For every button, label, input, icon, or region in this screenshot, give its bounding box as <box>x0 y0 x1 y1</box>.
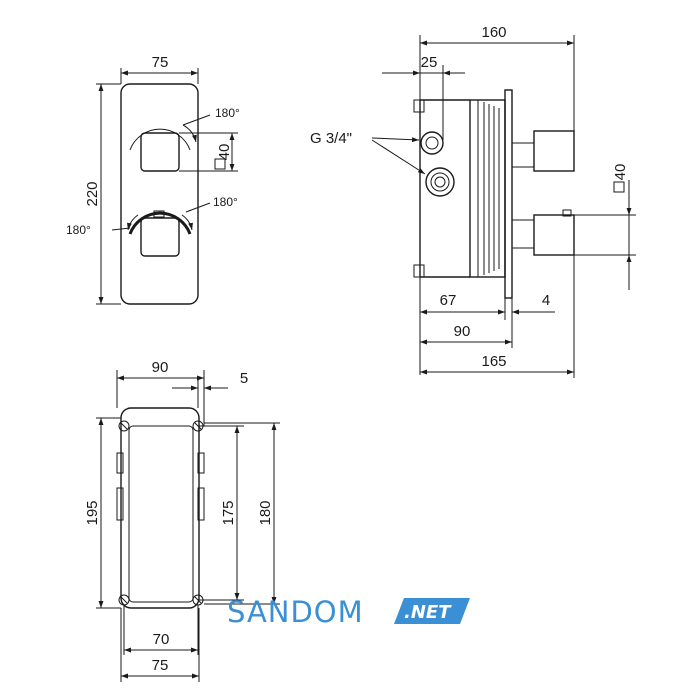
dim-165-label: 165 <box>481 353 506 370</box>
upper-handle <box>533 130 575 172</box>
watermark-net-badge <box>394 598 470 624</box>
dim-4-label: 4 <box>542 292 550 309</box>
inlet-upper <box>420 131 444 155</box>
box-lug-left <box>116 452 124 474</box>
cover-plate <box>120 83 199 305</box>
angle-label-right: 180° <box>213 195 238 209</box>
inlet-lower <box>425 167 455 197</box>
upper-handle-arc <box>129 128 191 151</box>
rotation-arrow-left <box>127 214 139 231</box>
mounting-box-inner <box>128 425 194 603</box>
dim-70-label: 70 <box>153 631 170 648</box>
watermark-brand: SANDOM <box>227 595 364 629</box>
side-body-tab-bottom <box>413 264 425 278</box>
dim-90-label: 90 <box>454 323 471 340</box>
box-lug-right <box>197 452 205 474</box>
dim-square-side-label: 40 <box>612 164 629 181</box>
wall-plate <box>504 89 513 299</box>
rotation-arrow-top <box>182 124 197 143</box>
dim-67-label: 67 <box>440 292 457 309</box>
lower-handle <box>533 214 575 256</box>
angle-label-left: 180° <box>66 223 91 237</box>
thread-label: G 3/4" <box>310 130 352 147</box>
rotation-arrow-right <box>181 214 193 231</box>
threaded-sleeve <box>469 99 506 278</box>
watermark: SANDOM .NET <box>227 595 470 629</box>
dim-160-label: 160 <box>481 24 506 41</box>
square-symbol-side <box>613 181 625 193</box>
thread-lines <box>477 100 500 277</box>
lower-handle-tab <box>562 209 572 217</box>
box-view: 90 5 195 175 180 70 75 <box>84 359 280 682</box>
lower-knob-tab <box>153 210 165 218</box>
side-view: G 3/4" 160 25 40 67 4 90 <box>310 24 636 378</box>
dim-25-label: 25 <box>421 54 438 71</box>
box-lug-right-2 <box>197 487 205 521</box>
lower-handle-arc <box>128 211 192 235</box>
angle-label-top: 180° <box>215 106 240 120</box>
mounting-box-outer <box>120 407 200 609</box>
side-body-tab-top <box>413 99 425 113</box>
box-screws <box>118 420 204 606</box>
upper-stem <box>511 142 535 168</box>
dim-180-label: 180 <box>257 500 274 525</box>
dim-box-75-label: 75 <box>152 657 169 674</box>
lower-knob <box>140 217 180 257</box>
dim-5-label: 5 <box>240 370 248 387</box>
front-view: 180° 180° 180° 75 220 40 <box>66 54 240 305</box>
box-lug-left-2 <box>116 487 124 521</box>
dim-195-label: 195 <box>84 500 101 525</box>
watermark-suffix: .NET <box>404 602 452 623</box>
upper-knob <box>140 132 180 172</box>
dim-width-label: 75 <box>152 54 169 71</box>
lower-stem <box>511 219 535 249</box>
dim-height-label: 220 <box>84 181 101 206</box>
dim-box-90-label: 90 <box>152 359 169 376</box>
dim-175-label: 175 <box>220 500 237 525</box>
square-symbol <box>214 158 226 170</box>
dim-square-label: 40 <box>216 144 233 161</box>
